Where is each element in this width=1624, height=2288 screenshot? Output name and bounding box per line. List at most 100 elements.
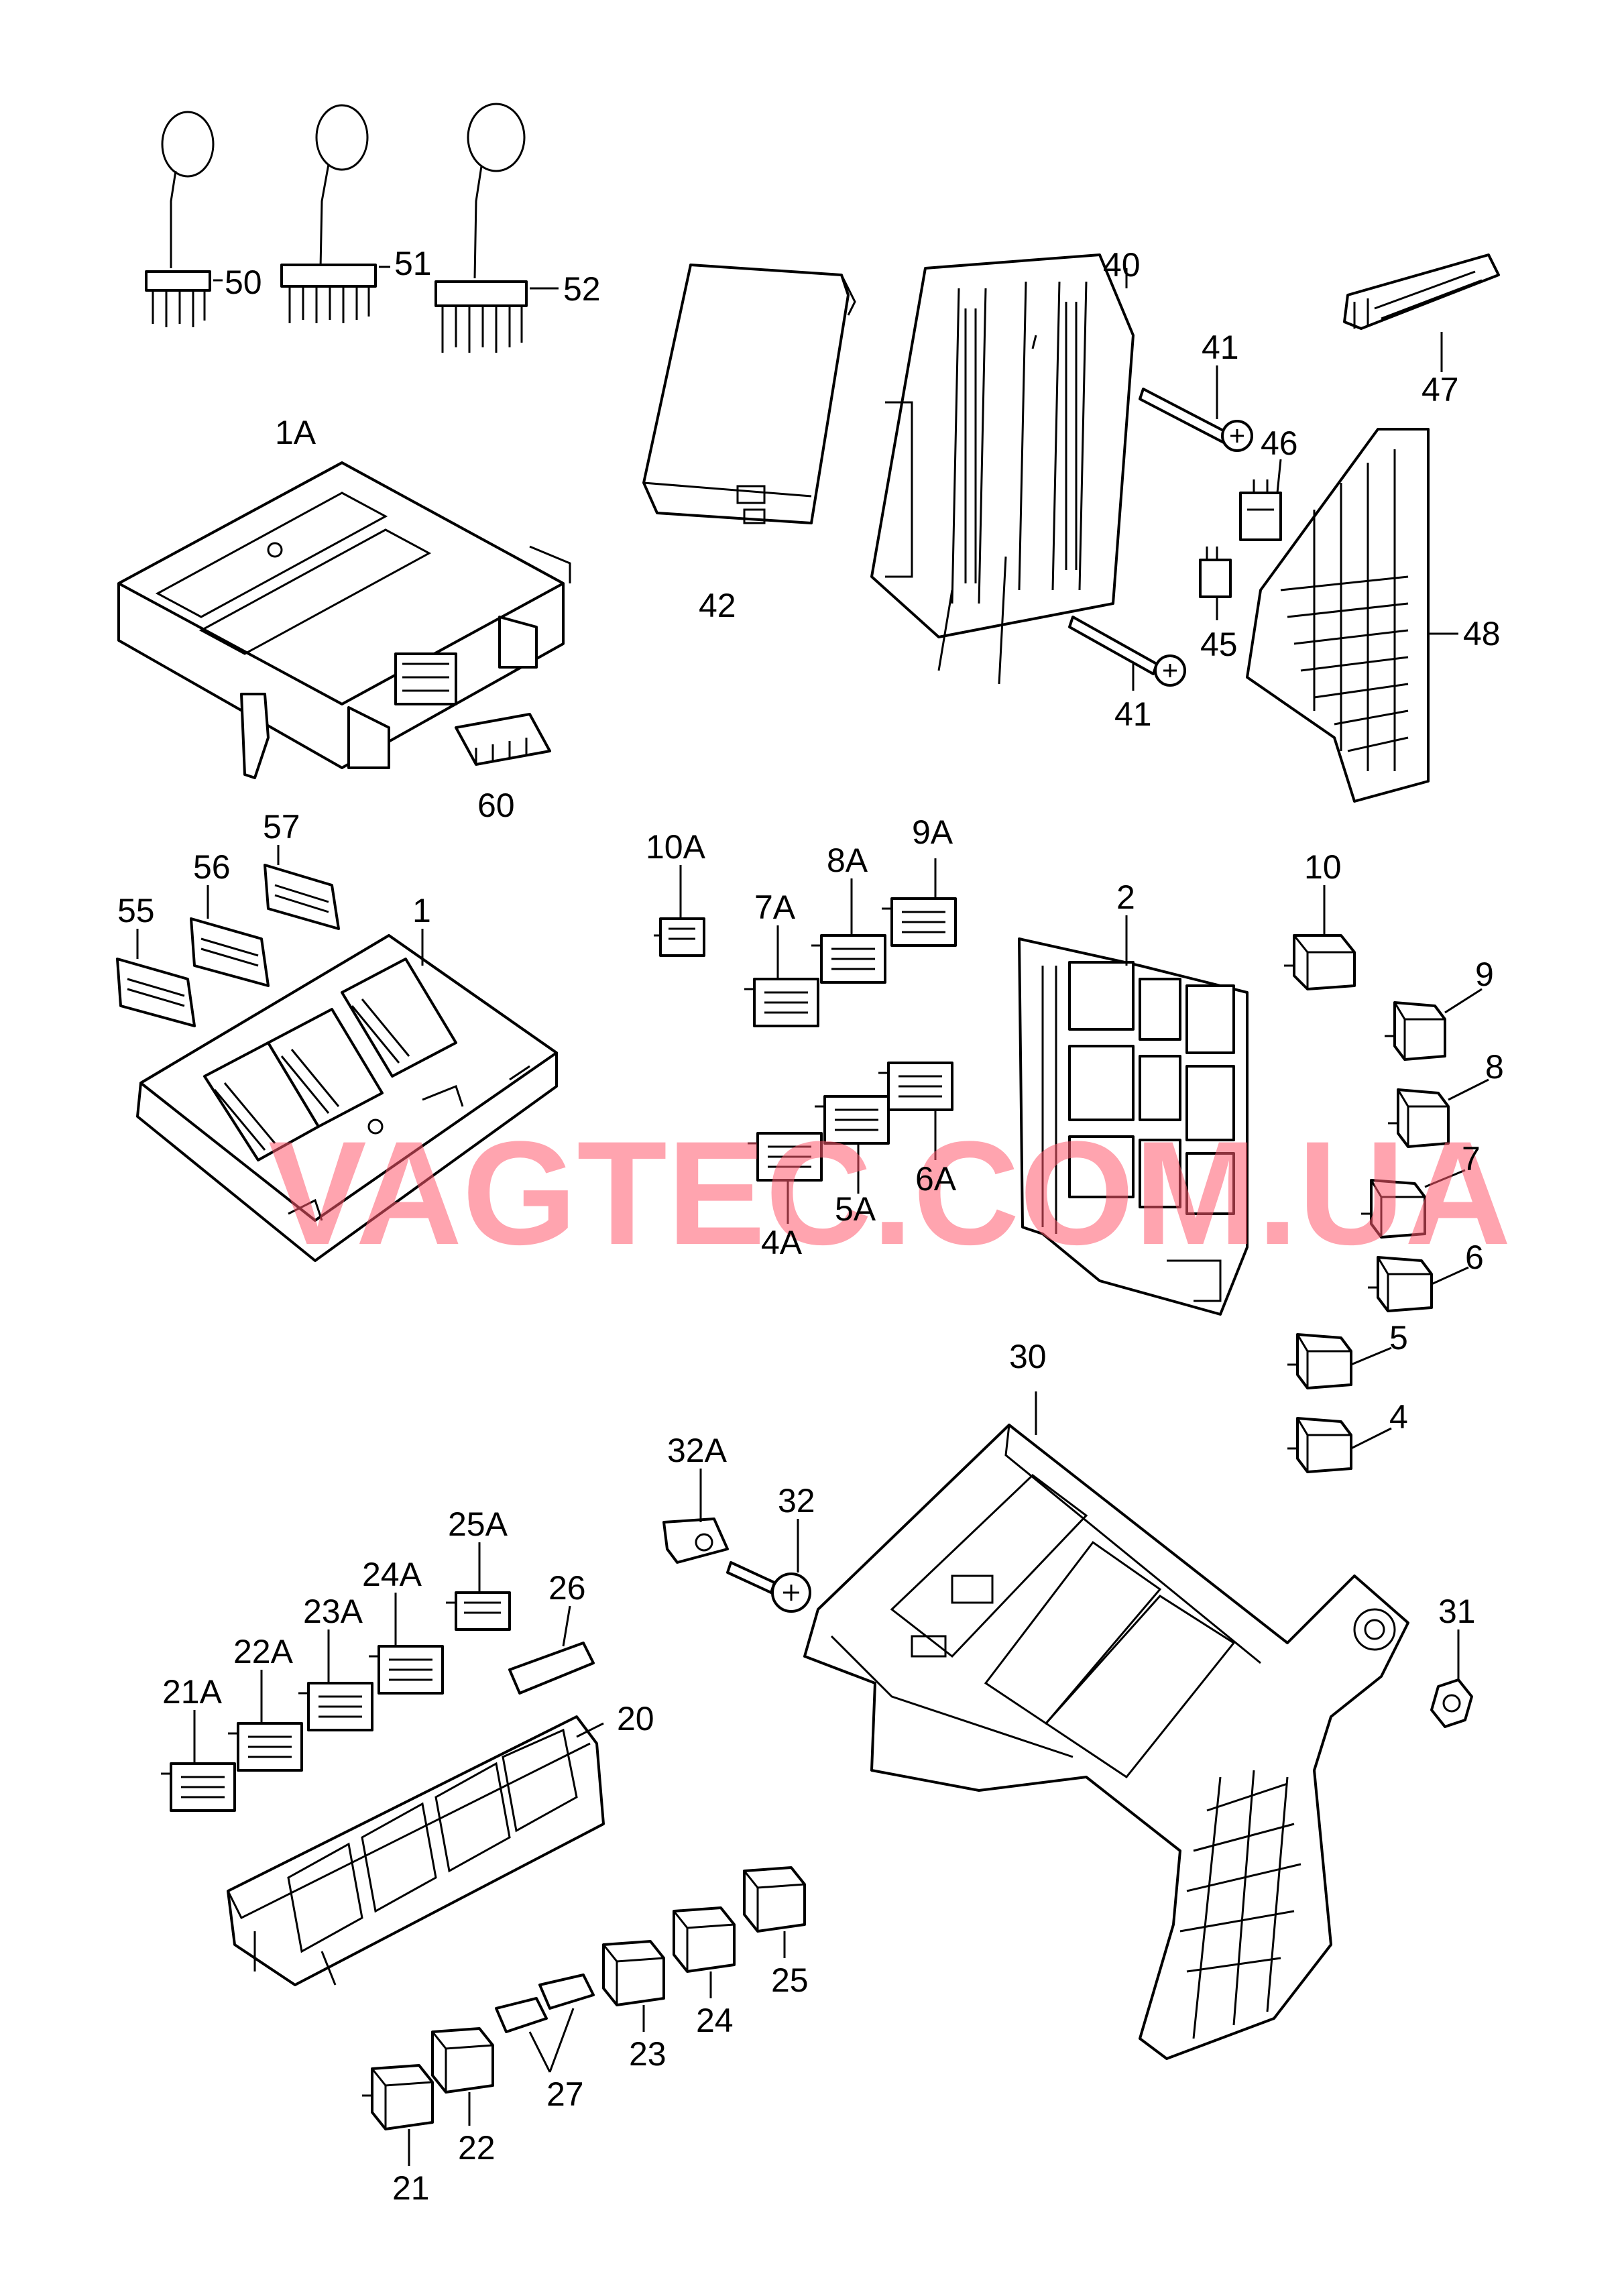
- callout-40: 40: [1103, 246, 1141, 284]
- callout-4: 4: [1389, 1398, 1408, 1436]
- screw-41-upper: [1139, 365, 1253, 452]
- relay-4: [1287, 1417, 1392, 1473]
- callout-46: 46: [1261, 424, 1298, 462]
- relay-23: [602, 1940, 665, 2032]
- callout-47: 47: [1422, 371, 1459, 408]
- callout-8: 8: [1485, 1048, 1504, 1086]
- callout-4a: 4A: [761, 1224, 803, 1261]
- callout-26: 26: [548, 1569, 586, 1607]
- cover-48: [1246, 428, 1458, 803]
- relay-10: [1284, 885, 1356, 990]
- relay-socket-5a: [815, 1095, 890, 1194]
- callout-2: 2: [1116, 878, 1135, 916]
- callout-25a: 25A: [448, 1505, 508, 1543]
- relay-8: [1388, 1078, 1489, 1148]
- relay-22: [431, 2027, 494, 2126]
- relay-9: [1385, 988, 1483, 1061]
- screw-41-lower: [1068, 616, 1186, 691]
- control-unit-1: [136, 929, 558, 1262]
- callout-labels: 50 51 52 1A 60 42 40 41 41 46 45 47 48 5…: [117, 245, 1504, 2207]
- clip-47: [1343, 253, 1500, 372]
- callout-9: 9: [1475, 956, 1494, 993]
- relay-socket-24a: [369, 1593, 444, 1695]
- callout-20: 20: [617, 1700, 654, 1737]
- control-unit-1a: [117, 461, 571, 779]
- callout-27: 27: [546, 2075, 584, 2113]
- relay-socket-23a: [298, 1629, 373, 1731]
- relay-5: [1287, 1333, 1392, 1389]
- callout-45: 45: [1200, 626, 1238, 663]
- callout-10a: 10A: [646, 828, 706, 866]
- screw-32: [726, 1519, 811, 1613]
- callout-56: 56: [193, 848, 231, 886]
- callout-7a: 7A: [754, 889, 796, 926]
- callout-31: 31: [1438, 1593, 1476, 1630]
- connector-60: [455, 713, 551, 766]
- harness-lead-51: [280, 104, 390, 323]
- relay-socket-6a: [878, 1062, 953, 1160]
- relay-socket-8a: [811, 878, 886, 984]
- plug-connector-55: [116, 929, 196, 1027]
- fuse-holder-40: [870, 253, 1135, 685]
- relay-carrier-2: [1018, 915, 1249, 1316]
- relay-21: [362, 2064, 434, 2166]
- callout-48: 48: [1463, 615, 1501, 652]
- callout-6: 6: [1465, 1239, 1484, 1276]
- callout-23: 23: [629, 2035, 666, 2073]
- fuse-45: [1199, 547, 1232, 620]
- clip-nut-32a: [662, 1469, 729, 1564]
- relay-6: [1368, 1256, 1469, 1312]
- callout-1: 1: [412, 892, 431, 929]
- callout-8a: 8A: [827, 842, 868, 879]
- relay-socket-22a: [228, 1670, 303, 1772]
- harness-lead-52: [434, 103, 559, 353]
- harness-lead-50: [145, 111, 223, 327]
- callout-52: 52: [563, 270, 601, 308]
- callout-42: 42: [699, 587, 736, 624]
- callout-51: 51: [394, 245, 432, 282]
- callout-5a: 5A: [835, 1190, 876, 1228]
- relay-24: [673, 1906, 736, 1998]
- callout-22a: 22A: [233, 1633, 294, 1670]
- cover-42: [642, 264, 856, 524]
- relay-socket-21a: [161, 1710, 236, 1812]
- callout-10: 10: [1304, 848, 1342, 886]
- callout-55: 55: [117, 892, 155, 929]
- relay-socket-9a: [882, 858, 957, 947]
- callout-1a: 1A: [275, 414, 316, 451]
- callout-7: 7: [1462, 1140, 1481, 1178]
- relay-25: [743, 1866, 806, 1958]
- callout-23a: 23A: [303, 1593, 363, 1630]
- callout-24a: 24A: [362, 1556, 422, 1593]
- callout-24: 24: [696, 2002, 734, 2039]
- callout-21a: 21A: [162, 1673, 223, 1711]
- relay-socket-25a: [446, 1542, 511, 1631]
- callout-9a: 9A: [912, 813, 953, 851]
- fuse-46: [1239, 459, 1282, 541]
- callout-6a: 6A: [915, 1160, 957, 1198]
- bracket-30: [803, 1391, 1409, 2060]
- callout-22: 22: [458, 2129, 496, 2167]
- watermark-text: VAGTEC.COM.UA: [268, 1110, 1511, 1275]
- callout-41-upper: 41: [1202, 329, 1239, 366]
- callout-60: 60: [477, 787, 515, 824]
- relay-socket-4a: [748, 1132, 823, 1224]
- callout-25: 25: [771, 1961, 809, 1999]
- nut-31: [1430, 1629, 1473, 1728]
- callout-57: 57: [263, 808, 300, 846]
- relay-27: [495, 1974, 595, 2073]
- relay-7: [1361, 1169, 1466, 1239]
- relay-socket-10a: [654, 865, 705, 957]
- fuse-26: [508, 1605, 595, 1695]
- callout-32a: 32A: [667, 1432, 728, 1469]
- callout-30: 30: [1009, 1338, 1047, 1375]
- callout-50: 50: [225, 264, 262, 301]
- relay-socket-7a: [744, 925, 819, 1027]
- relay-carrier-20: [227, 1715, 605, 1986]
- callout-32: 32: [778, 1482, 815, 1520]
- callout-5: 5: [1389, 1319, 1408, 1357]
- callout-41-lower: 41: [1114, 695, 1152, 733]
- plug-connector-56: [190, 885, 270, 987]
- callout-21: 21: [392, 2169, 430, 2207]
